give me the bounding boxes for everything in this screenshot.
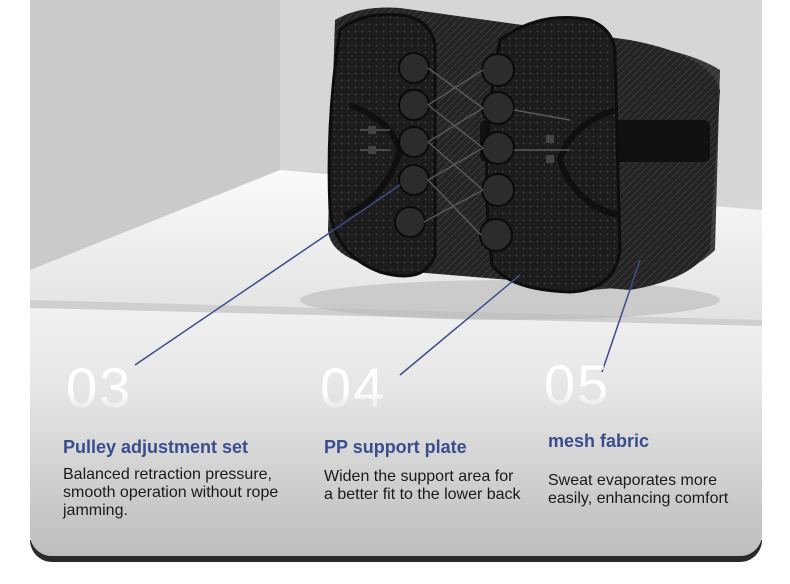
feature-number-03: 03: [66, 356, 133, 419]
feature-title-mesh: mesh fabric: [548, 431, 650, 451]
leader-lines: [134, 184, 641, 376]
feature-title-pulley: Pulley adjustment set: [63, 437, 249, 457]
feature-desc-mesh: Sweat evaporates more easily, enhancing …: [548, 472, 729, 507]
product-photo: [30, 0, 762, 556]
feature-number-04: 04: [320, 356, 387, 419]
feature-desc-pulley: Balanced retraction pressure, smooth ope…: [63, 466, 279, 519]
feature-desc-support-plate: Widen the support area for a better fit …: [324, 468, 521, 503]
feature-title-support-plate: PP support plate: [324, 437, 467, 457]
product-feature-card: 03 Pulley adjustment set Balanced retrac…: [30, 0, 762, 556]
back-belt: [327, 7, 720, 294]
feature-number-05: 05: [544, 353, 611, 416]
